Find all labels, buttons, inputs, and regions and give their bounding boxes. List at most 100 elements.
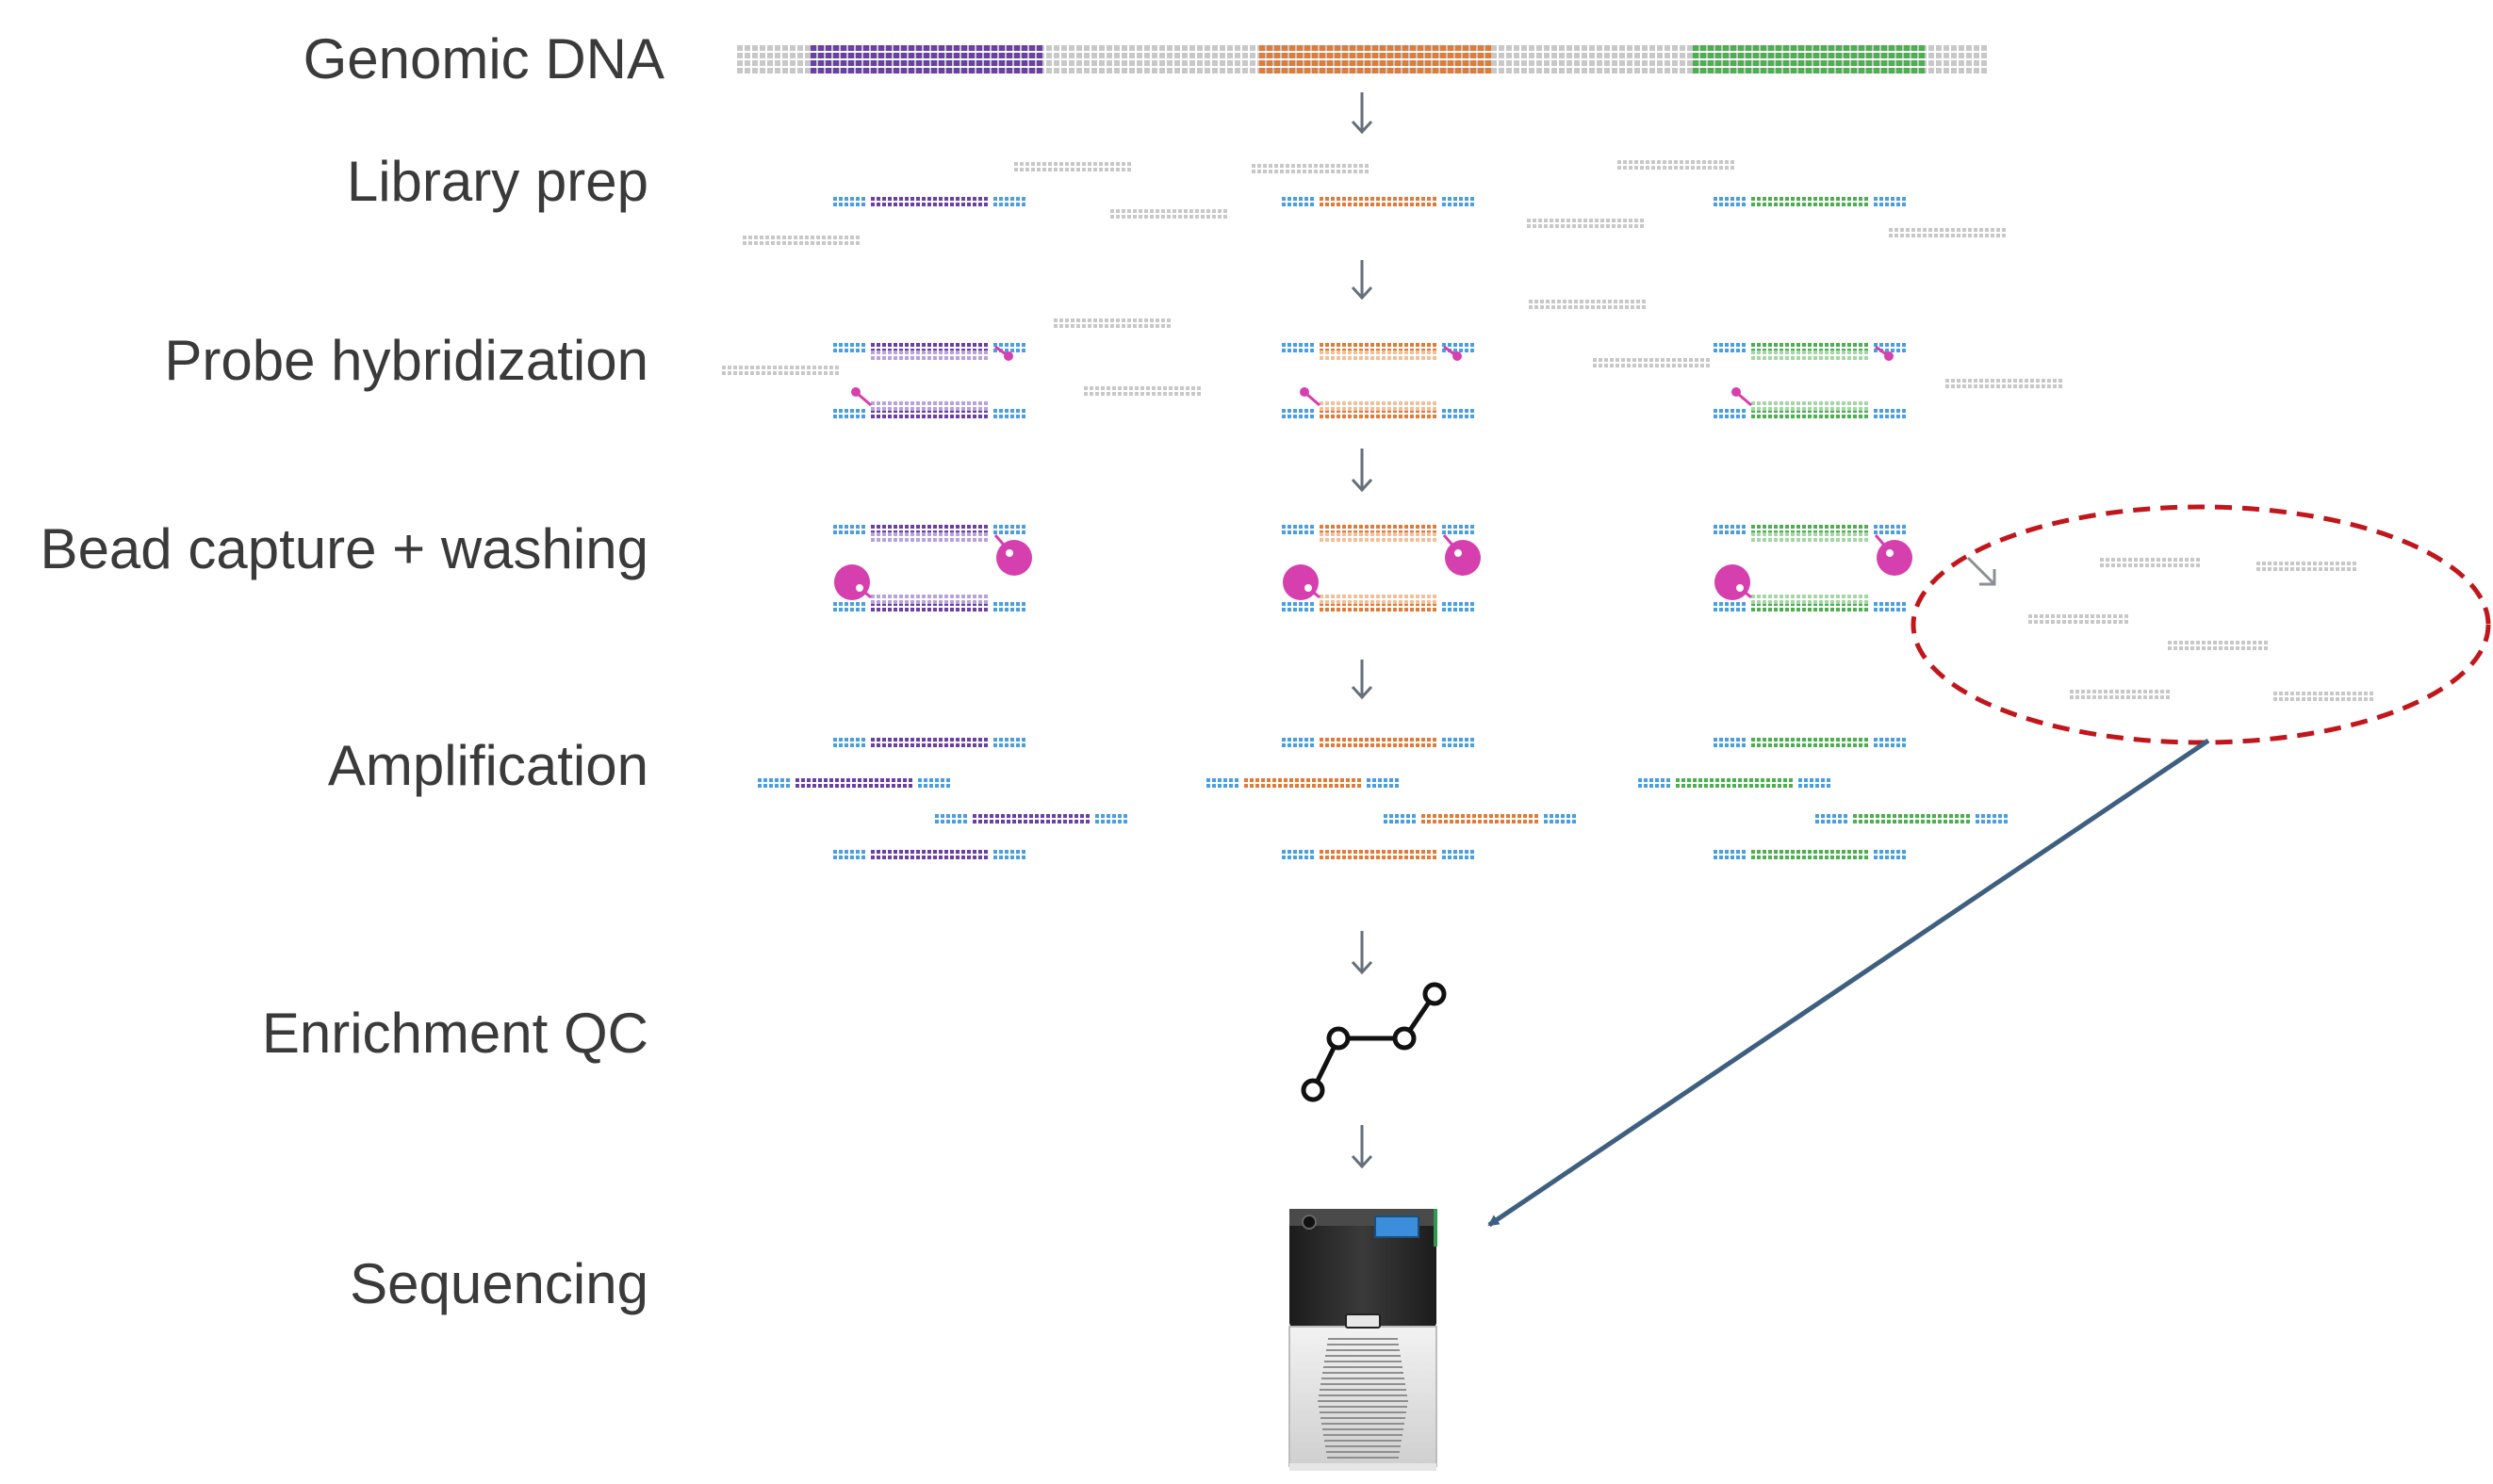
library-fragment-target-1: [833, 197, 1025, 206]
insert-segment: [1320, 738, 1436, 747]
line-graph-icon: [1301, 982, 1447, 1102]
probe-strand: [1751, 595, 1868, 604]
insert-segment: [1751, 850, 1868, 859]
adapter-segment: [1714, 602, 1746, 612]
genomic-dna-strand: [737, 45, 1987, 73]
adapter-segment: [1206, 778, 1238, 788]
bead: [996, 540, 1032, 576]
probe-strand: [1751, 351, 1868, 360]
down-arrow-icon: [1351, 660, 1373, 700]
amplicon: [1282, 850, 1474, 859]
adapter-segment: [833, 850, 865, 859]
adapter-segment: [833, 738, 865, 747]
insert-segment: [1320, 850, 1436, 859]
amplification-fragments: [758, 738, 2008, 859]
library-prep-fragments: [743, 160, 2006, 245]
amplicon: [1206, 778, 1399, 788]
amplicon: [1714, 850, 1906, 859]
adapter-segment: [993, 602, 1025, 612]
off-target-fragment: [2028, 614, 2128, 624]
probe-strand: [1320, 595, 1436, 604]
adapter-segment: [993, 409, 1025, 418]
sequencer-icon: [1288, 1209, 1437, 1471]
insert-segment: [1853, 814, 1970, 824]
insert-segment: [1320, 197, 1436, 206]
adapter-segment: [1282, 409, 1314, 418]
off-target-fragment: [1593, 358, 1710, 367]
reuse-arrow: [1487, 738, 2210, 1228]
adapter-segment: [1544, 814, 1576, 824]
off-target-fragment: [1617, 160, 1734, 170]
amplicon: [833, 850, 1025, 859]
step-arrows: [1351, 92, 1373, 1169]
down-arrow-icon: [1351, 1125, 1373, 1169]
adapter-segment: [1714, 409, 1746, 418]
adapter-segment: [758, 778, 790, 788]
adapter-segment: [1282, 525, 1314, 534]
bead: [834, 564, 870, 600]
off-target-fragment: [1252, 164, 1369, 173]
insert-segment: [1751, 738, 1868, 747]
off-target-fragment: [2256, 562, 2356, 571]
adapter-segment: [833, 409, 865, 418]
probe-biotin: [851, 387, 861, 397]
adapter-segment: [1442, 409, 1474, 418]
adapter-segment: [1874, 525, 1906, 534]
probe-strand: [1751, 532, 1868, 542]
off-target-fragment: [722, 366, 839, 375]
bead: [1283, 564, 1319, 600]
down-arrow-icon: [1351, 931, 1373, 975]
adapter-segment: [1095, 814, 1127, 824]
wash-arrow-icon: [1966, 556, 1996, 586]
probe-biotin: [1731, 387, 1741, 397]
adapter-segment: [1714, 343, 1746, 352]
probe-strand: [871, 595, 988, 604]
adapter-segment: [1714, 197, 1746, 206]
probe-strand: [1320, 532, 1436, 542]
adapter-segment: [1874, 850, 1906, 859]
adapter-segment: [1282, 343, 1314, 352]
probe-biotin: [1884, 351, 1894, 361]
probe-biotin: [1452, 351, 1462, 361]
adapter-segment: [1282, 738, 1314, 747]
amplicon: [1638, 778, 1830, 788]
amplicon: [935, 814, 1127, 824]
adapter-segment: [1874, 409, 1906, 418]
adapter-segment: [833, 525, 865, 534]
discarded-fragments: [2028, 558, 2373, 701]
adapter-segment: [1282, 602, 1314, 612]
bead: [1877, 540, 1912, 576]
adapter-segment: [918, 778, 950, 788]
off-target-fragment: [2168, 641, 2268, 650]
step-label-amplification: Amplification: [328, 734, 648, 797]
insert-segment: [1676, 778, 1793, 788]
adapter-segment: [1442, 850, 1474, 859]
off-target-fragment: [2070, 690, 2170, 699]
insert-segment: [973, 814, 1090, 824]
insert-segment: [1244, 778, 1361, 788]
step-label-genomic-dna: Genomic DNA: [303, 27, 664, 90]
bead: [1445, 540, 1481, 576]
adapter-segment: [1442, 343, 1474, 352]
genomic-target-2: [1259, 45, 1491, 73]
step-labels: Genomic DNA Library prep Probe hybridiza…: [41, 27, 664, 1315]
adapter-segment: [1815, 814, 1847, 824]
adapter-segment: [1976, 814, 2008, 824]
amplicon: [1384, 814, 1576, 824]
insert-segment: [871, 850, 988, 859]
adapter-segment: [1874, 197, 1906, 206]
adapter-segment: [1384, 814, 1416, 824]
adapter-segment: [1798, 778, 1830, 788]
adapter-segment: [1714, 738, 1746, 747]
probe-biotin: [1300, 387, 1309, 397]
probe-biotin: [1004, 351, 1013, 361]
adapter-segment: [1442, 738, 1474, 747]
step-label-library-prep: Library prep: [347, 150, 648, 213]
off-target-fragment: [1014, 162, 1131, 171]
adapter-segment: [1442, 197, 1474, 206]
discarded-fragments-group: [1911, 504, 2491, 745]
adapter-segment: [833, 602, 865, 612]
genomic-target-1: [811, 45, 1042, 73]
step-label-probe-hybridization: Probe hybridization: [164, 329, 648, 392]
off-target-fragment: [1054, 318, 1171, 328]
